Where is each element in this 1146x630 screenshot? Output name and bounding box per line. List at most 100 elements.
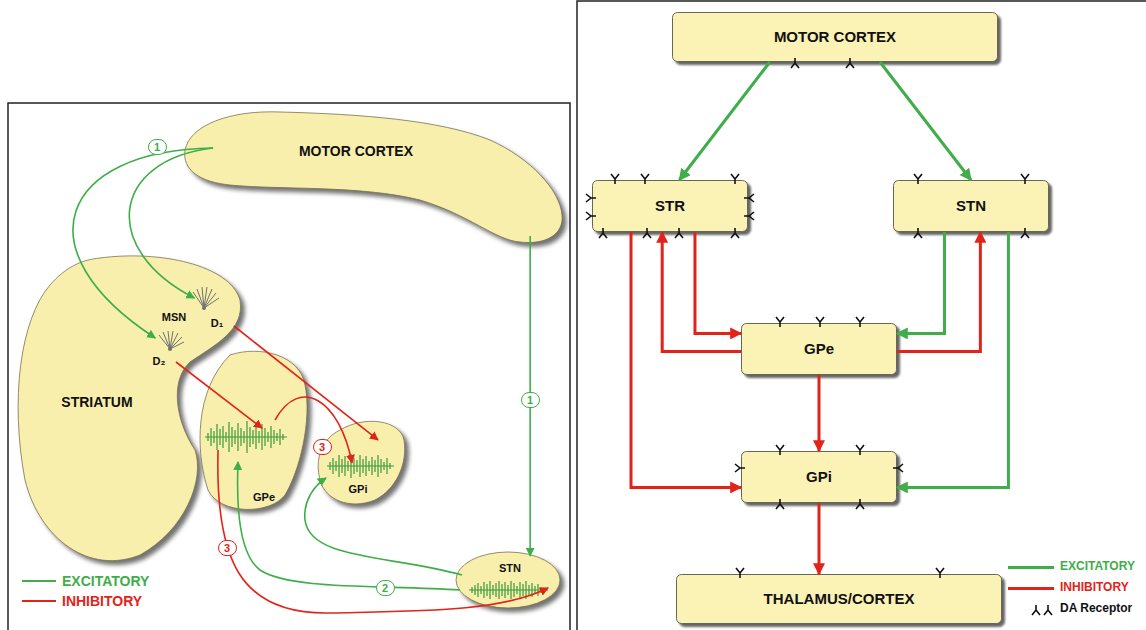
cortex-region: MOTOR CORTEX — [178, 108, 568, 253]
box-fill — [742, 324, 897, 375]
connector-line — [234, 326, 378, 440]
inhibitory-arrow — [819, 375, 820, 451]
receptor-symbol — [936, 568, 944, 578]
connector-line — [880, 62, 971, 180]
process-box: STR — [592, 180, 748, 232]
connector-line — [305, 478, 462, 575]
receptor-symbol — [856, 445, 864, 455]
receptor-symbol — [816, 317, 824, 327]
dendrite — [193, 287, 219, 308]
part-label: D₂ — [153, 355, 166, 368]
inhibitory-arrow — [218, 450, 548, 613]
region-fill — [185, 112, 562, 243]
process-box: THALAMUS/CORTEX — [676, 574, 1002, 624]
node-label: STN — [956, 197, 986, 214]
process-box: MOTOR CORTEX — [672, 12, 998, 62]
box-fill — [593, 181, 748, 232]
process-box: GPi — [741, 451, 897, 503]
receptor-symbol — [776, 445, 784, 455]
callout-number: 3 — [218, 540, 237, 556]
receptor-symbol — [643, 228, 651, 238]
receptor-symbol — [856, 317, 864, 327]
receptor-symbol — [611, 174, 619, 184]
excitatory-arrow — [880, 62, 971, 180]
nucleus-region: GPi — [315, 415, 410, 510]
neuron-symbol — [159, 331, 184, 351]
inhibitory-arrow — [631, 232, 741, 487]
excitatory-arrow — [305, 478, 462, 575]
receptor-symbol — [791, 58, 799, 68]
region-fill — [318, 421, 405, 504]
legend-text: DA Receptor — [1060, 602, 1132, 616]
node-label: STR — [655, 197, 685, 214]
receptor-symbol — [1044, 605, 1052, 615]
soma — [202, 306, 206, 310]
box-fill — [894, 181, 1049, 232]
callout-number: 1 — [521, 392, 540, 408]
region-outline — [15, 250, 245, 570]
connector-line — [176, 362, 262, 428]
connector-line — [73, 148, 213, 338]
region-outline — [178, 108, 568, 253]
box-fill — [673, 13, 998, 62]
receptor-symbol — [776, 317, 784, 327]
receptor-symbol — [599, 228, 607, 238]
connector-line — [238, 462, 460, 590]
node-label: MOTOR CORTEX — [299, 143, 413, 159]
receptor-symbol — [736, 568, 744, 578]
region-fill — [200, 351, 307, 509]
receptor-symbol — [1032, 605, 1040, 615]
node-label: GPe — [253, 491, 275, 504]
node-label: GPi — [806, 468, 832, 485]
connector-line — [695, 232, 741, 333]
connector-line — [897, 232, 1008, 487]
receptor-symbol — [914, 174, 922, 184]
node-label: STRIATUM — [61, 394, 132, 410]
receptor-symbol — [1021, 228, 1029, 238]
legend-text: EXCITATORY — [62, 573, 149, 589]
excitatory-arrow — [679, 62, 769, 180]
nucleus-region: GPe — [195, 345, 312, 517]
receptor-symbol — [731, 228, 739, 238]
receptor-symbol — [675, 228, 683, 238]
connector-line — [129, 148, 213, 298]
callout-number: 3 — [313, 439, 332, 455]
receptor-symbol — [586, 194, 596, 202]
legend-text: INHIBITORY — [1060, 581, 1129, 595]
connector-line — [275, 397, 352, 463]
receptor-symbol — [856, 499, 864, 509]
legend-text: INHIBITORY — [62, 593, 142, 609]
node-label: STN — [499, 562, 521, 575]
inhibitory-arrow — [897, 232, 980, 352]
inhibitory-arrow — [275, 397, 352, 463]
receptor-symbol — [914, 228, 922, 238]
connector-line — [818, 375, 821, 451]
neuron-symbol — [193, 287, 219, 310]
spike-train — [327, 454, 394, 478]
dendrite — [159, 331, 184, 349]
inhibitory-arrow — [819, 503, 820, 574]
excitatory-arrow — [238, 462, 460, 590]
legend-text: EXCITATORY — [1060, 560, 1135, 574]
box-fill — [677, 575, 1002, 624]
receptor-symbol — [586, 212, 596, 220]
part-label: D₁ — [211, 317, 224, 330]
inhibitory-arrow — [176, 362, 262, 428]
region-fill — [18, 256, 240, 561]
nucleus-region: STN — [456, 552, 560, 608]
process-box: GPe — [741, 323, 897, 375]
receptor-symbol — [846, 58, 854, 68]
connector-line — [897, 232, 980, 352]
part-label: MSN — [162, 311, 186, 324]
legend-swatch — [1008, 566, 1054, 569]
receptor-symbol — [641, 174, 649, 184]
callout-number: 2 — [376, 580, 395, 596]
connector-line — [679, 62, 769, 180]
excitatory-arrow — [897, 232, 944, 333]
excitatory-arrow — [897, 232, 1008, 487]
process-box: STN — [893, 180, 1049, 232]
receptor-symbol — [1021, 174, 1029, 184]
legend-swatch — [22, 580, 56, 582]
callout-number: 1 — [148, 139, 167, 155]
node-label: GPe — [804, 340, 834, 357]
